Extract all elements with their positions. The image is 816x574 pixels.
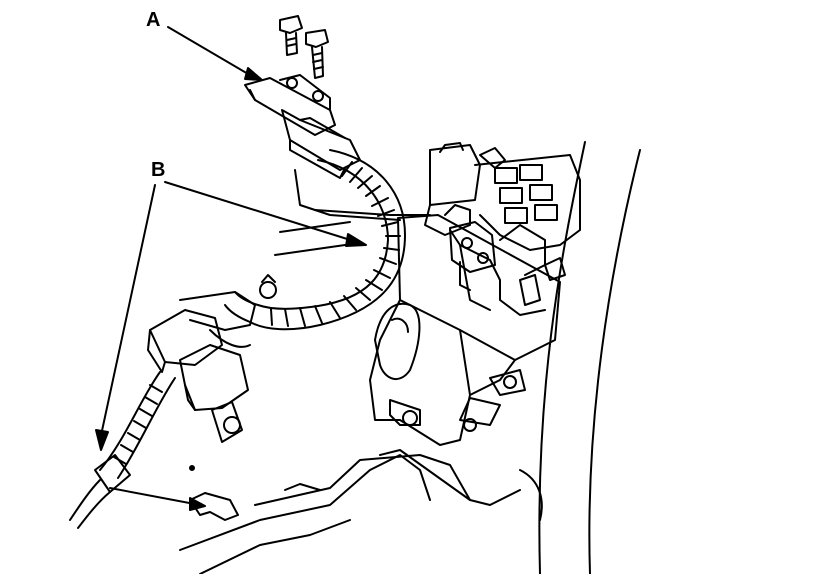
leader-line-b-upper (164, 181, 361, 244)
relay-cluster (424, 142, 581, 316)
leader-line-b-lower (99, 184, 156, 441)
arrowhead-a (244, 67, 263, 81)
leader-line-e (109, 487, 201, 506)
leader-line-c (279, 221, 351, 233)
leader-line-a (167, 26, 256, 79)
terminal-connector (449, 221, 496, 291)
callout-label-a: A (146, 9, 161, 31)
bolts (279, 15, 329, 102)
fender-panel (519, 141, 641, 574)
leader-lines (95, 26, 367, 511)
base-body (179, 449, 521, 574)
arrowhead-e (189, 497, 206, 511)
fuse-box (369, 214, 561, 446)
main-harness (179, 149, 406, 348)
callout-label-b: B (151, 159, 166, 181)
ground-cable (69, 309, 249, 529)
arrowhead-b-lower (95, 429, 109, 451)
arrowhead-b-upper (345, 233, 367, 247)
leader-line-d (274, 244, 346, 256)
bracket-a (244, 74, 431, 221)
